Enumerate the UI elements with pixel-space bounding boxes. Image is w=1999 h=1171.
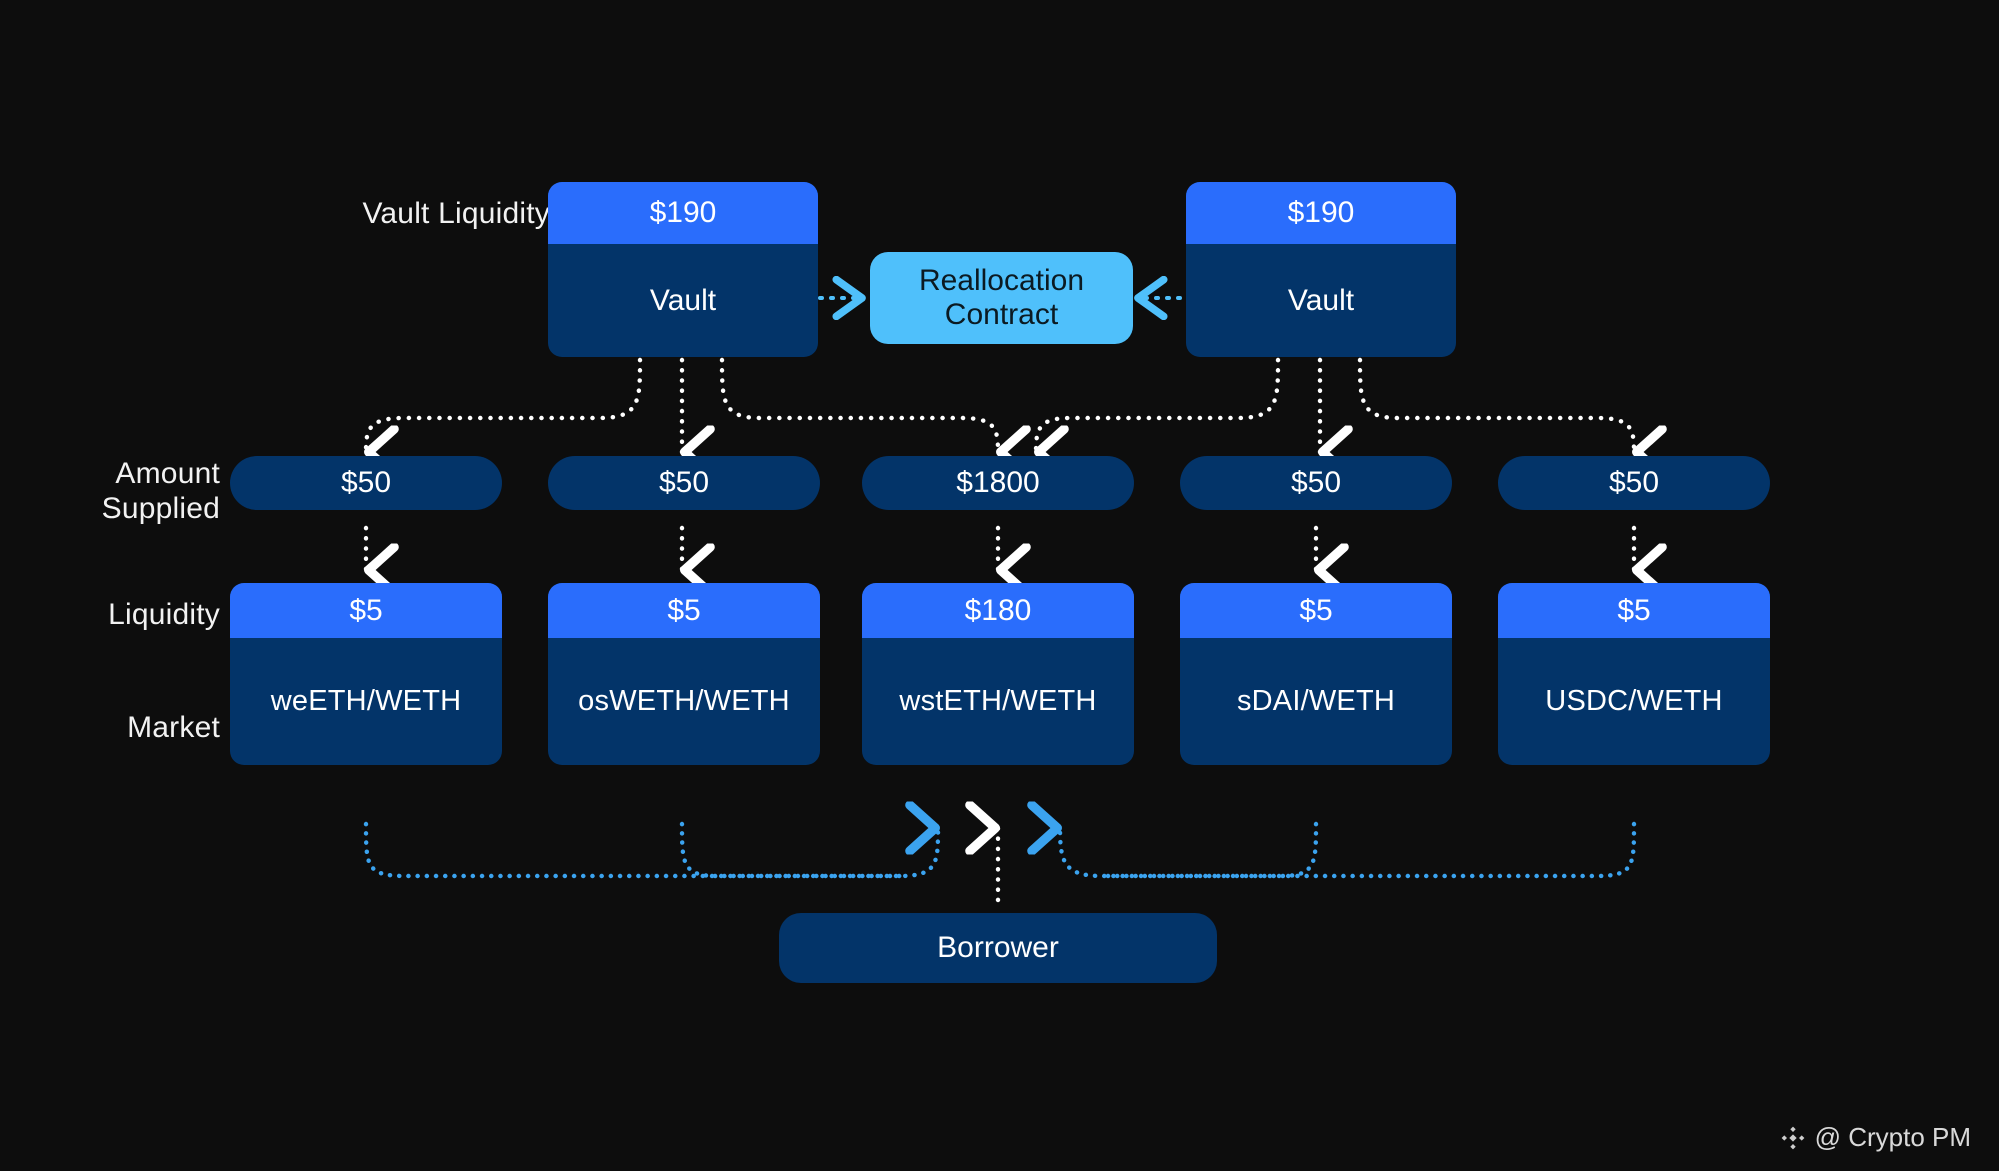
market-name: osWETH/WETH bbox=[578, 685, 790, 717]
market-liquidity-value: $5 bbox=[230, 583, 502, 638]
market-name: wstETH/WETH bbox=[899, 685, 1097, 717]
amount-supplied-pill[interactable]: $50 bbox=[230, 456, 502, 510]
market-card-usdc-weth[interactable]: $5 USDC/WETH bbox=[1498, 583, 1770, 765]
market-name: USDC/WETH bbox=[1545, 685, 1723, 717]
diamond-logo-icon bbox=[1781, 1126, 1804, 1149]
row-label-liquidity: Liquidity bbox=[108, 598, 220, 631]
market-liquidity-value: $5 bbox=[1498, 583, 1770, 638]
row-label-market: Market bbox=[127, 711, 220, 744]
reallocation-contract-node[interactable]: Reallocation Contract bbox=[870, 252, 1133, 344]
arrows-right-vault-to-markets bbox=[1033, 357, 1634, 452]
arrows-markets-liquidity-flow bbox=[363, 824, 1637, 879]
market-card-osweth-weth[interactable]: $5 osWETH/WETH bbox=[548, 583, 820, 765]
watermark-handle: @ Crypto PM bbox=[1814, 1122, 1971, 1152]
market-liquidity-value: $180 bbox=[862, 583, 1134, 638]
amount-supplied-pill[interactable]: $1800 bbox=[862, 456, 1134, 510]
amount-supplied-pill[interactable]: $50 bbox=[1180, 456, 1452, 510]
vault-liquidity-value: $190 bbox=[1186, 182, 1456, 244]
borrower-node[interactable]: Borrower bbox=[779, 913, 1217, 983]
market-name: sDAI/WETH bbox=[1236, 685, 1396, 717]
vault-label: Vault bbox=[649, 283, 717, 317]
row-label-amount-supplied: Amount Supplied bbox=[101, 457, 220, 526]
amount-supplied-pill[interactable]: $50 bbox=[548, 456, 820, 510]
market-card-wsteth-weth[interactable]: $180 wstETH/WETH bbox=[862, 583, 1134, 765]
vault-label: Vault bbox=[1287, 283, 1355, 317]
watermark: @ Crypto PM bbox=[1780, 1122, 1971, 1153]
market-name: weETH/WETH bbox=[270, 685, 462, 717]
amount-supplied-pill[interactable]: $50 bbox=[1498, 456, 1770, 510]
vault-card-right[interactable]: $190 Vault bbox=[1186, 182, 1456, 357]
arrows-supplied-to-liquidity bbox=[363, 525, 1634, 570]
vault-card-left[interactable]: $190 Vault bbox=[548, 182, 818, 357]
market-card-weeth-weth[interactable]: $5 weETH/WETH bbox=[230, 583, 502, 765]
market-liquidity-value: $5 bbox=[548, 583, 820, 638]
arrows-left-vault-to-markets bbox=[363, 357, 998, 452]
market-card-sdai-weth[interactable]: $5 sDAI/WETH bbox=[1180, 583, 1452, 765]
vault-liquidity-value: $190 bbox=[548, 182, 818, 244]
row-label-vault-liquidity: Vault Liquidity bbox=[362, 197, 550, 230]
market-liquidity-value: $5 bbox=[1180, 583, 1452, 638]
